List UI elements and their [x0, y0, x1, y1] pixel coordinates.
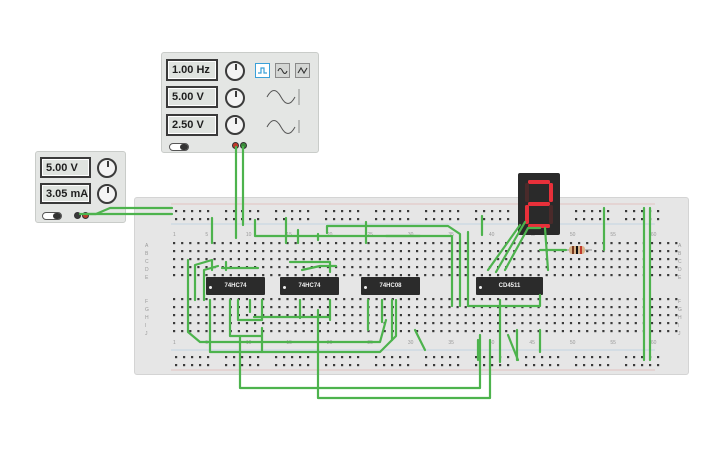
- row-label: H: [145, 315, 149, 321]
- row-label: I: [145, 323, 146, 329]
- seven-segment-display[interactable]: 2: [518, 173, 560, 235]
- column-number: 50: [570, 340, 576, 346]
- column-number: 40: [489, 340, 495, 346]
- column-number: 5: [205, 232, 208, 238]
- ps-negative-terminal[interactable]: [74, 212, 81, 219]
- column-number: 55: [610, 340, 616, 346]
- seven-segment-digit: [525, 180, 553, 228]
- column-number: 50: [570, 232, 576, 238]
- column-number: 25: [367, 232, 373, 238]
- row-label: E: [145, 275, 149, 281]
- amplitude-display: 5.00 V: [166, 86, 218, 108]
- ps-positive-terminal[interactable]: [82, 212, 89, 219]
- square-wave-icon[interactable]: [255, 63, 270, 78]
- column-number: 20: [327, 232, 333, 238]
- row-label: F: [145, 299, 148, 305]
- resistor[interactable]: [562, 244, 592, 256]
- column-number: 60: [651, 340, 657, 346]
- row-label: B: [145, 251, 149, 257]
- column-number: 25: [367, 340, 373, 346]
- column-number: 1: [173, 232, 176, 238]
- segment-c: [549, 205, 553, 224]
- voltage-display: 5.00 V: [40, 157, 91, 178]
- segment-f: [525, 183, 529, 202]
- segment-g: [528, 202, 550, 206]
- column-number: 1: [173, 340, 176, 346]
- column-number: 10: [246, 232, 252, 238]
- chip-74hc74-2[interactable]: 74HC74: [280, 277, 339, 295]
- current-display: 3.05 mA: [40, 183, 91, 204]
- row-label: C: [678, 259, 682, 265]
- triangle-wave-icon[interactable]: [295, 63, 310, 78]
- column-number: 5: [205, 340, 208, 346]
- column-number: 15: [286, 340, 292, 346]
- row-label: J: [145, 331, 148, 337]
- chip-74hc08[interactable]: 74HC08: [361, 277, 420, 295]
- power-supply-toggle[interactable]: [42, 212, 62, 220]
- row-label: G: [678, 307, 682, 313]
- chip-74hc74-1[interactable]: 74HC74: [206, 277, 265, 295]
- segment-b: [549, 183, 553, 202]
- offset-wave-icon: [266, 120, 300, 134]
- row-label: G: [145, 307, 149, 313]
- power-supply[interactable]: 5.00 V 3.05 mA: [35, 151, 126, 223]
- segment-e: [525, 205, 529, 224]
- row-label: E: [678, 275, 682, 281]
- fg-positive-terminal[interactable]: [232, 142, 239, 149]
- column-number: 55: [610, 232, 616, 238]
- frequency-knob[interactable]: [225, 61, 245, 81]
- column-number: 10: [246, 340, 252, 346]
- row-label: B: [678, 251, 682, 257]
- row-label: J: [678, 331, 681, 337]
- amplitude-knob[interactable]: [225, 88, 245, 108]
- column-number: 30: [408, 232, 414, 238]
- column-number: 15: [286, 232, 292, 238]
- amplitude-wave-icon: [266, 89, 300, 105]
- current-knob[interactable]: [97, 184, 117, 204]
- row-label: F: [678, 299, 681, 305]
- segment-d: [528, 224, 550, 228]
- sine-wave-icon[interactable]: [275, 63, 290, 78]
- row-label: A: [678, 243, 682, 249]
- column-number: 35: [448, 340, 454, 346]
- function-generator-power-toggle[interactable]: [169, 143, 189, 151]
- column-number: 40: [489, 232, 495, 238]
- row-label: I: [678, 323, 679, 329]
- column-number: 20: [327, 340, 333, 346]
- row-label: A: [145, 243, 149, 249]
- frequency-display: 1.00 Hz: [166, 59, 218, 81]
- column-number: 35: [448, 232, 454, 238]
- column-number: 45: [529, 340, 535, 346]
- fg-negative-terminal[interactable]: [240, 142, 247, 149]
- column-number: 60: [651, 232, 657, 238]
- offset-knob[interactable]: [225, 115, 245, 135]
- row-label: H: [678, 315, 682, 321]
- function-generator[interactable]: 1.00 Hz 5.00 V 2.50 V: [161, 52, 319, 153]
- chip-cd4511[interactable]: CD4511: [476, 277, 543, 295]
- segment-a: [528, 180, 550, 184]
- row-label: D: [678, 267, 682, 273]
- voltage-knob[interactable]: [97, 158, 117, 178]
- row-label: C: [145, 259, 149, 265]
- column-number: 30: [408, 340, 414, 346]
- offset-display: 2.50 V: [166, 114, 218, 136]
- row-label: D: [145, 267, 149, 273]
